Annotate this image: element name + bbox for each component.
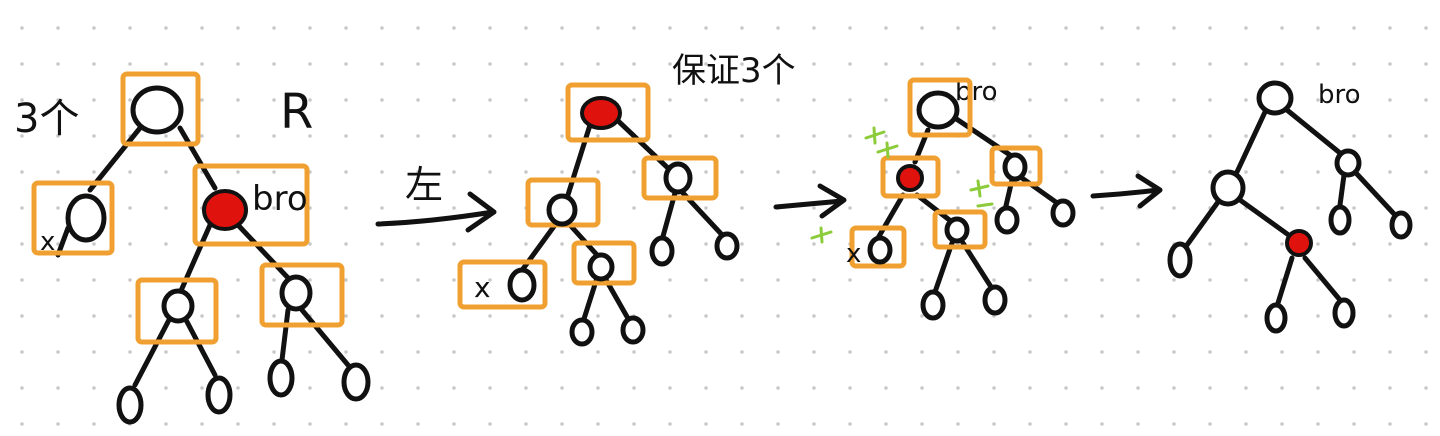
x-node: [65, 193, 107, 243]
leaf-node: [1050, 198, 1076, 228]
sibling-left-child: [161, 288, 195, 324]
leaf-node: [1389, 210, 1413, 240]
parent-node: [546, 193, 578, 227]
tree-nodes: [867, 90, 1076, 321]
tree-nodes: [1167, 80, 1413, 334]
arrow-step-2: [773, 183, 847, 219]
tree-nodes: [507, 96, 740, 347]
leaf-node: [569, 317, 595, 347]
tree-nodes: [65, 85, 371, 425]
child-node: [944, 216, 970, 244]
rotation-label: 左: [405, 163, 443, 207]
panel-1-initial-tree: 3个 R: [14, 71, 371, 425]
sibling-node: [1334, 148, 1362, 178]
leaf-node: [1264, 302, 1288, 334]
panel-3-recolor: bro x: [810, 77, 1076, 321]
case-label: 3个: [14, 96, 79, 142]
x-marker-label: x: [474, 271, 491, 304]
x-marker-label: x: [846, 239, 861, 269]
arrow-rotate-left: 左: [375, 163, 497, 233]
leaf-node: [1332, 297, 1356, 329]
child-node: [587, 252, 615, 282]
sibling-node-red: [202, 189, 248, 231]
leaf-node: [1328, 204, 1352, 236]
leaf-node: [649, 235, 675, 267]
leaf-node: [994, 205, 1020, 235]
leaf-node: [920, 289, 946, 321]
orange-boxes: [849, 77, 1043, 269]
orange-boxes: [457, 82, 719, 310]
child-node-red: [1285, 229, 1313, 257]
tree-edges: [1184, 107, 1398, 306]
parent-node-red: [896, 164, 924, 192]
sibling-right-node: [663, 161, 693, 195]
leaf-node: [341, 362, 371, 402]
guarantee-note: 保证3个: [672, 51, 796, 91]
leaf-node: [982, 284, 1008, 316]
x-node: [507, 267, 537, 303]
sibling-right-node: [1002, 152, 1028, 182]
black-height-tick-marks: [810, 126, 994, 244]
leaf-node: [714, 231, 740, 261]
root-node-red: [580, 96, 622, 130]
parent-node: [1210, 169, 1246, 207]
arrow-step-3: [1090, 173, 1163, 209]
leaf-node: [267, 358, 295, 398]
x-node: [867, 235, 893, 265]
sibling-label: bro: [1318, 80, 1361, 110]
root-node: [1256, 80, 1294, 116]
sibling-label: bro: [252, 179, 308, 219]
root-node: [130, 85, 184, 135]
x-node: [1167, 241, 1193, 279]
leaf-node: [205, 375, 233, 415]
leaf-node: [620, 315, 646, 345]
tree-edges: [875, 115, 1063, 295]
tree-edges: [55, 125, 351, 388]
orange-boxes: [31, 71, 345, 345]
leaf-node: [116, 385, 144, 425]
root-node: [916, 90, 960, 130]
sibling-right-child: [279, 274, 313, 312]
side-label: R: [280, 84, 313, 140]
x-marker-label: x: [40, 227, 55, 257]
panel-4-final-tree: bro: [1167, 80, 1413, 334]
panel-2-after-rotation: 保证3个 x: [457, 51, 796, 347]
